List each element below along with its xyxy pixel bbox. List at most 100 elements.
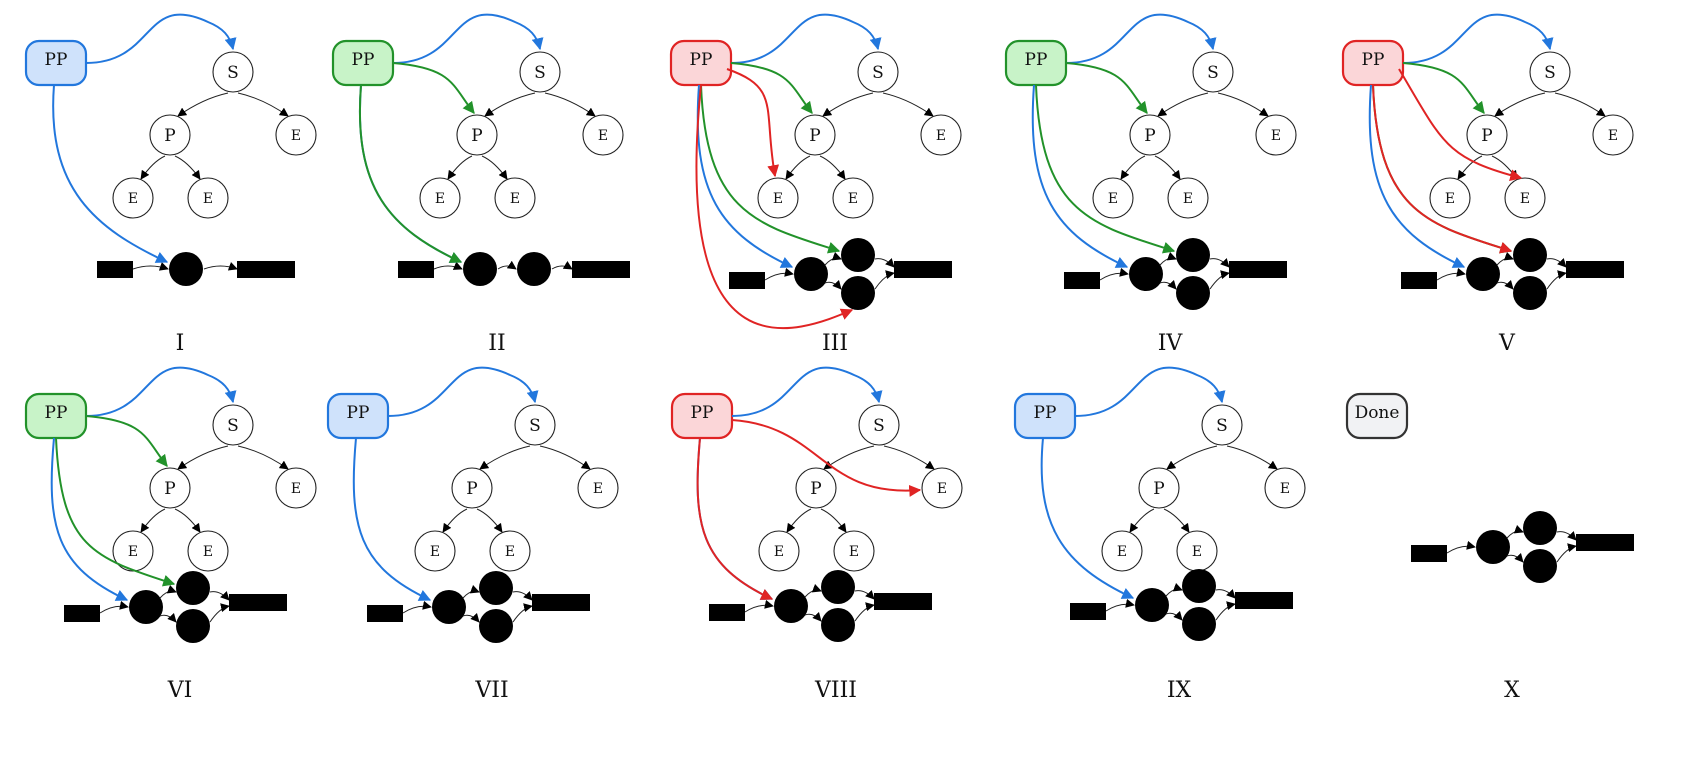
place-node [463,252,497,286]
tree-node-s-label: S [1216,416,1228,436]
net-edge [132,262,169,271]
red-arrow [1372,84,1513,254]
net-edge [433,261,463,270]
tree-node-e-label: E [1183,191,1193,207]
tree-edge [484,92,536,117]
tree-node-e [1255,114,1297,156]
tree-node-s-label: S [872,63,884,83]
tree-node-e [758,530,800,572]
place-node [479,571,513,605]
net-edge [497,260,517,270]
tree-node-p [1138,467,1180,509]
output-bar [532,594,590,611]
tree-node-s [212,404,254,446]
tree-node-e-label: E [598,128,608,144]
blue-arrow [1074,366,1226,417]
blue-arrow [696,437,774,600]
net-edge [512,591,533,601]
blue-arrow [1402,13,1554,64]
net-edge [1496,251,1514,266]
net-edge [744,599,774,613]
tree-node-e [582,114,624,156]
tree-edge [1163,508,1190,533]
input-bar [367,605,403,622]
net-edge [1556,543,1577,563]
tree-node-e-label: E [430,544,440,560]
green-arrow [392,62,475,114]
tree-node-e-label: E [128,544,138,560]
place-node [169,252,203,286]
tree-node-e-label: E [505,544,515,560]
tree-edge [237,445,289,470]
tree-node-e-label: E [291,128,301,144]
place-node [1129,257,1163,291]
net-edge [1215,601,1236,621]
tree-node-e [920,114,962,156]
tree-node-p [149,114,191,156]
tree-node-e [577,467,619,509]
tree-node-e-label: E [510,191,520,207]
green-arrow [730,62,813,114]
badge-done [1345,392,1409,440]
tree-node-p [795,467,837,509]
tree-node-e [112,177,154,219]
tree-node-p [149,467,191,509]
tree-node-p-label: P [810,479,821,499]
petri-net [729,238,952,310]
tree-node-e [833,530,875,572]
tree-edge [882,92,934,117]
blue-arrow [85,13,237,64]
output-bar [1235,592,1293,609]
net-edge [874,258,895,268]
petri-net [367,571,590,643]
blue-arrow [1031,84,1129,268]
tree-edge [447,155,473,180]
net-edge [1209,258,1230,268]
net-edge [1165,582,1183,597]
tree-node-s [1529,51,1571,93]
place-node [432,590,466,624]
blue-arrow [730,13,882,64]
tree-node-s [212,51,254,93]
tree-node-s [858,404,900,446]
tree-node-s-label: S [529,416,541,436]
green-arrow [55,437,176,587]
net-edge [209,591,230,601]
tree-node-e [489,530,531,572]
place-node [821,570,855,604]
net-edge [854,590,875,600]
output-bar [237,261,295,278]
green-arrow [1065,62,1148,114]
net-edge [159,584,177,599]
tree-edge [476,508,503,533]
red-arrow [1398,68,1523,182]
tree-edge [237,92,289,117]
net-edge [209,603,230,623]
tree-node-e-label: E [128,191,138,207]
tree-edge [1157,92,1209,117]
tree-node-e [275,467,317,509]
tree-node-s-label: S [873,416,885,436]
tree-edge [1120,155,1146,180]
net-edge [1099,267,1129,281]
tree-edge [822,92,874,117]
tree-node-e [1101,530,1143,572]
petri-net [1411,511,1634,583]
tree-node-p [794,114,836,156]
badge-label: PP [691,403,714,423]
tree-node-e [832,177,874,219]
tree-node-p [1466,114,1508,156]
tree-edge [820,508,847,533]
blue-arrow [731,366,883,417]
green-arrow [359,84,463,263]
blue-arrow [359,84,463,263]
blue-arrow [1065,13,1217,64]
green-arrow [1402,62,1485,114]
net-edge [1105,598,1135,612]
panel-label: X [1504,678,1520,703]
petri-net [709,570,932,642]
